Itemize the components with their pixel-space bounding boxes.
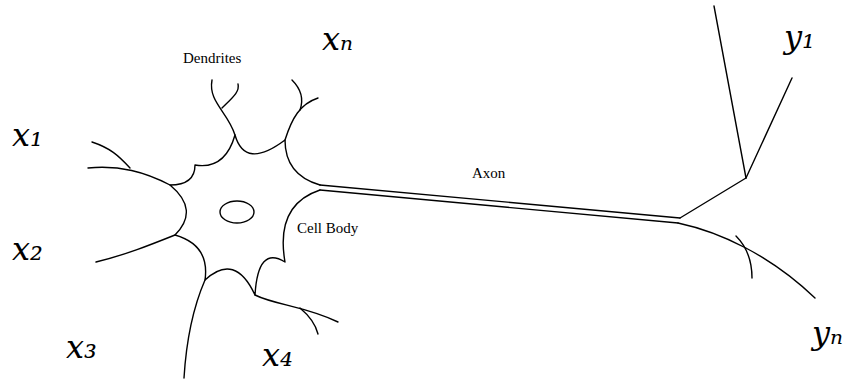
axon-terminal — [714, 6, 746, 178]
input-label: x₃ — [66, 330, 97, 365]
output-label: yₙ — [812, 316, 843, 351]
dendrite — [92, 142, 130, 168]
dendrite — [292, 80, 302, 110]
axon-terminal — [678, 223, 815, 298]
dendrite — [255, 295, 338, 322]
input-label: x₂ — [12, 232, 43, 267]
axon-terminal — [680, 178, 746, 218]
input-label: x₁ — [12, 118, 43, 153]
axon — [320, 190, 678, 223]
nucleus — [220, 201, 254, 223]
dendrite — [88, 167, 170, 185]
dendrite — [300, 308, 318, 334]
input-label: x₄ — [262, 338, 293, 373]
axon-terminal — [746, 78, 792, 178]
dendrite — [222, 84, 238, 108]
axon-terminal — [736, 236, 752, 278]
input-label: xₙ — [322, 22, 353, 57]
part-label: Dendrites — [183, 50, 241, 67]
part-label: Axon — [472, 165, 505, 182]
dendrite — [184, 280, 205, 378]
output-label: y₁ — [784, 20, 815, 55]
dendrite — [96, 235, 175, 262]
part-label: Cell Body — [297, 220, 358, 237]
cell-body — [170, 135, 320, 295]
axon — [320, 185, 680, 218]
